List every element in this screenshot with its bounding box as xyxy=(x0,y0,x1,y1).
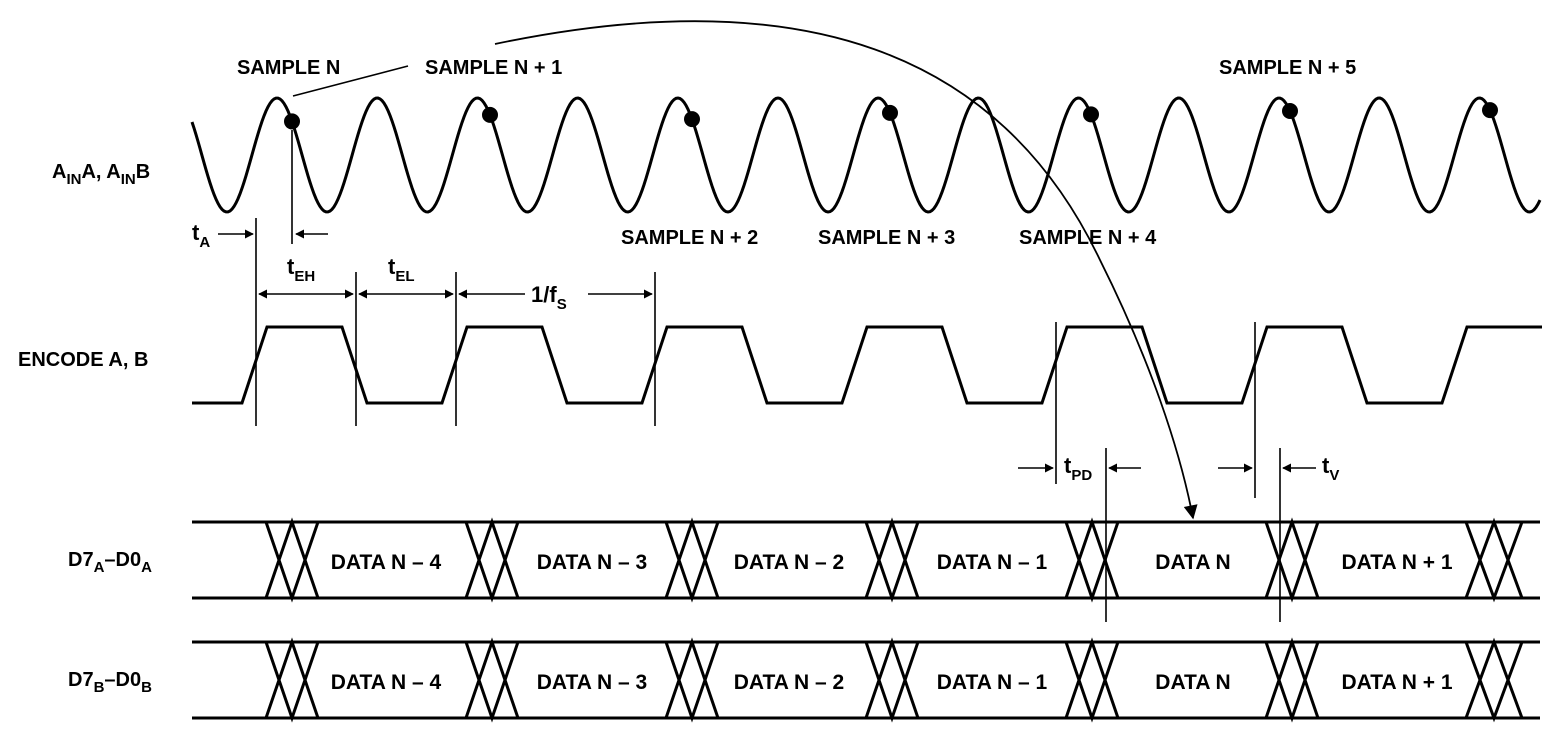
bus-b-data-n-plus-1: DATA N + 1 xyxy=(1341,671,1452,694)
sample-dot xyxy=(1282,103,1298,120)
bus-a-data-n: DATA N xyxy=(1155,551,1230,574)
bus-transition xyxy=(264,517,320,603)
bus-transition xyxy=(1064,517,1120,603)
bus-b-data-n-minus-4: DATA N – 4 xyxy=(331,671,442,694)
bus-a-data-n-minus-2: DATA N – 2 xyxy=(734,551,844,574)
bus-a-data-n-minus-1: DATA N – 1 xyxy=(937,551,1048,574)
bus-transition xyxy=(864,517,920,603)
sample-dot xyxy=(882,104,898,121)
sample-n-label: SAMPLE N xyxy=(237,57,340,79)
bus-transition xyxy=(1464,637,1524,723)
bus-transition xyxy=(664,517,720,603)
bus-b-data-n-minus-3: DATA N – 3 xyxy=(537,671,647,694)
teh-label: tEH xyxy=(287,254,315,285)
fs-label: 1/fS xyxy=(531,282,567,313)
latency-arrow xyxy=(494,20,1198,520)
encode-signal-label: ENCODE A, B xyxy=(18,349,148,371)
data-bus-b xyxy=(192,637,1540,723)
encode-clock-waveform xyxy=(192,325,1542,405)
ain-signal-label: AINA, AINB xyxy=(52,161,150,188)
bus-transition xyxy=(264,637,320,723)
bus-transition xyxy=(464,517,520,603)
analog-input-waveform xyxy=(190,96,1542,214)
bus-transition xyxy=(1064,637,1120,723)
bus-a-data-n-minus-4: DATA N – 4 xyxy=(331,551,442,574)
tpd-label: tPD xyxy=(1064,453,1092,484)
bus-transition xyxy=(1264,517,1320,603)
tv-label: tV xyxy=(1322,453,1339,484)
sample-dot xyxy=(1482,102,1498,119)
bus-transition xyxy=(464,637,520,723)
sample-n-plus-5-label: SAMPLE N + 5 xyxy=(1219,57,1356,79)
bus-a-signal-label: D7A–D0A xyxy=(68,549,152,576)
sample-dot xyxy=(284,113,300,130)
bus-transition xyxy=(1264,637,1320,723)
bus-a-data-n-plus-1: DATA N + 1 xyxy=(1341,551,1452,574)
bus-b-data-n-minus-2: DATA N – 2 xyxy=(734,671,844,694)
bus-transition xyxy=(1464,517,1524,603)
sample-n-plus-3-label: SAMPLE N + 3 xyxy=(818,227,955,249)
bus-transition xyxy=(864,637,920,723)
tel-label: tEL xyxy=(388,254,415,285)
ta-label: tA xyxy=(192,220,210,251)
bus-a-data-n-minus-3: DATA N – 3 xyxy=(537,551,647,574)
bus-b-data-n: DATA N xyxy=(1155,671,1230,694)
data-bus-a xyxy=(192,517,1540,603)
sample-dot xyxy=(482,106,498,123)
sample-dot xyxy=(684,111,700,128)
sample-n-plus-1-leader xyxy=(292,65,409,97)
sample-n-plus-1-label: SAMPLE N + 1 xyxy=(425,57,562,79)
bus-b-data-n-minus-1: DATA N – 1 xyxy=(937,671,1048,694)
sample-points xyxy=(284,102,1498,130)
bus-transition xyxy=(664,637,720,723)
sample-n-plus-2-label: SAMPLE N + 2 xyxy=(621,227,758,249)
bus-b-signal-label: D7B–D0B xyxy=(68,669,152,696)
sample-dot xyxy=(1083,106,1099,123)
